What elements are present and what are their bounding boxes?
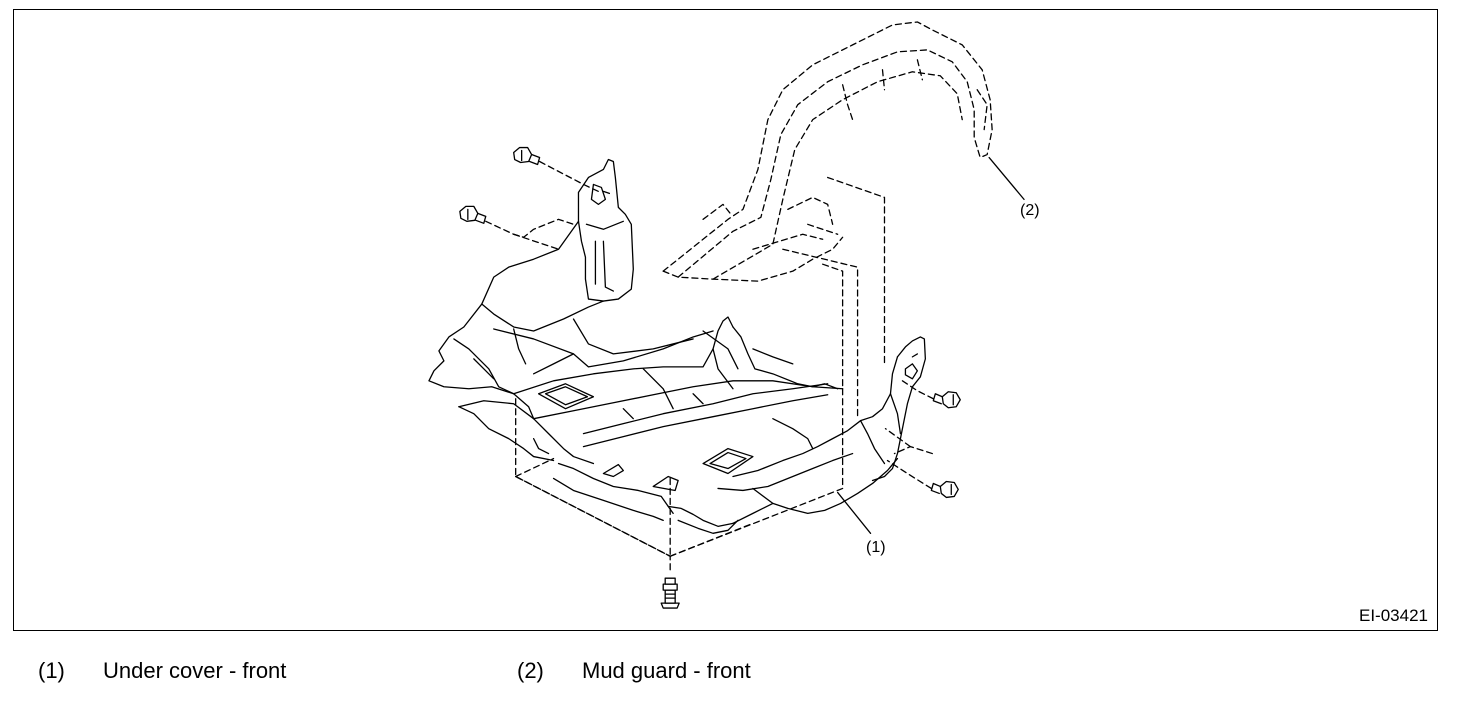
clip-fastener-right-lower — [930, 480, 959, 499]
figure-frame: (1) (2) EI-03421 — [13, 9, 1438, 631]
under-cover-part — [428, 158, 927, 534]
bolt-fastener-bottom — [660, 577, 680, 609]
callout-leader-1 — [836, 491, 872, 534]
mud-guard-leaders — [782, 176, 886, 420]
callout-2: (2) — [1020, 202, 1040, 219]
legend-label: Mud guard - front — [582, 658, 751, 683]
clip-fastener-mid-left — [459, 205, 487, 224]
figure-id: EI-03421 — [1359, 606, 1428, 625]
legend-num: (2) — [517, 658, 544, 683]
legend: (1) Under cover - front (2) Mud guard - … — [0, 658, 1472, 688]
fastener-leaders — [485, 160, 934, 574]
legend-num: (1) — [38, 658, 65, 683]
callout-1: (1) — [866, 539, 886, 556]
clip-fastener-top-left — [513, 146, 541, 166]
legend-label: Under cover - front — [103, 658, 287, 683]
mud-guard-part — [662, 21, 993, 282]
callout-leader-2 — [988, 156, 1025, 201]
exploded-diagram — [428, 21, 1025, 609]
clip-fastener-right-upper — [932, 391, 961, 409]
